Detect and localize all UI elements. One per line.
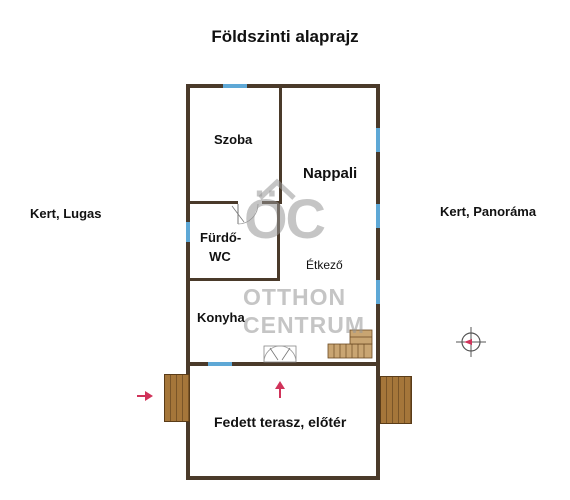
staircase — [327, 329, 373, 359]
entrance-arrow-left-icon — [137, 391, 153, 401]
compass-icon — [456, 327, 486, 357]
wall-terrace-left — [186, 366, 190, 480]
window-left — [186, 222, 190, 242]
window-right-3 — [376, 280, 380, 304]
wall-house-bottom — [186, 362, 380, 366]
wall-inner-szoba-right — [279, 88, 282, 202]
room-label-furdo-line1: Fürdő- — [200, 230, 242, 245]
entrance-arrow-up-icon — [275, 381, 285, 398]
room-label-szoba: Szoba — [214, 132, 253, 147]
wall-inner-bath-bottom — [190, 278, 280, 281]
room-label-furdo-line2: WC — [209, 249, 231, 264]
watermark-line2: CENTRUM — [243, 312, 365, 338]
watermark-house-icon — [258, 178, 296, 200]
room-label-konyha: Konyha — [197, 310, 245, 325]
garden-left-label: Kert, Lugas — [30, 206, 102, 221]
door-bathroom — [231, 203, 259, 225]
watermark-monogram: ÖC — [244, 187, 326, 250]
room-label-furdo: Fürdő- WC — [200, 230, 242, 264]
wall-terrace-right — [376, 366, 380, 480]
wall-inner-szoba-bottom-a — [190, 201, 238, 204]
window-right-2 — [376, 204, 380, 228]
watermark-line1: OTTHON — [243, 284, 347, 310]
door-terrace — [263, 345, 297, 363]
deck-right — [380, 376, 412, 424]
room-label-terasz: Fedett terasz, előtér — [214, 414, 347, 430]
window-top — [223, 84, 247, 88]
wall-top — [186, 84, 380, 88]
room-label-nappali: Nappali — [303, 165, 358, 182]
room-label-etkezo: Étkező — [306, 258, 343, 272]
window-bottom — [208, 362, 232, 366]
wall-inner-bath-right — [277, 202, 280, 280]
garden-right-label: Kert, Panoráma — [440, 204, 537, 219]
plan-title: Földszinti alaprajz — [211, 27, 359, 46]
deck-left — [164, 374, 190, 422]
window-right-1 — [376, 128, 380, 152]
wall-inner-szoba-bottom-b — [262, 201, 282, 204]
wall-terrace-bottom — [186, 476, 380, 480]
